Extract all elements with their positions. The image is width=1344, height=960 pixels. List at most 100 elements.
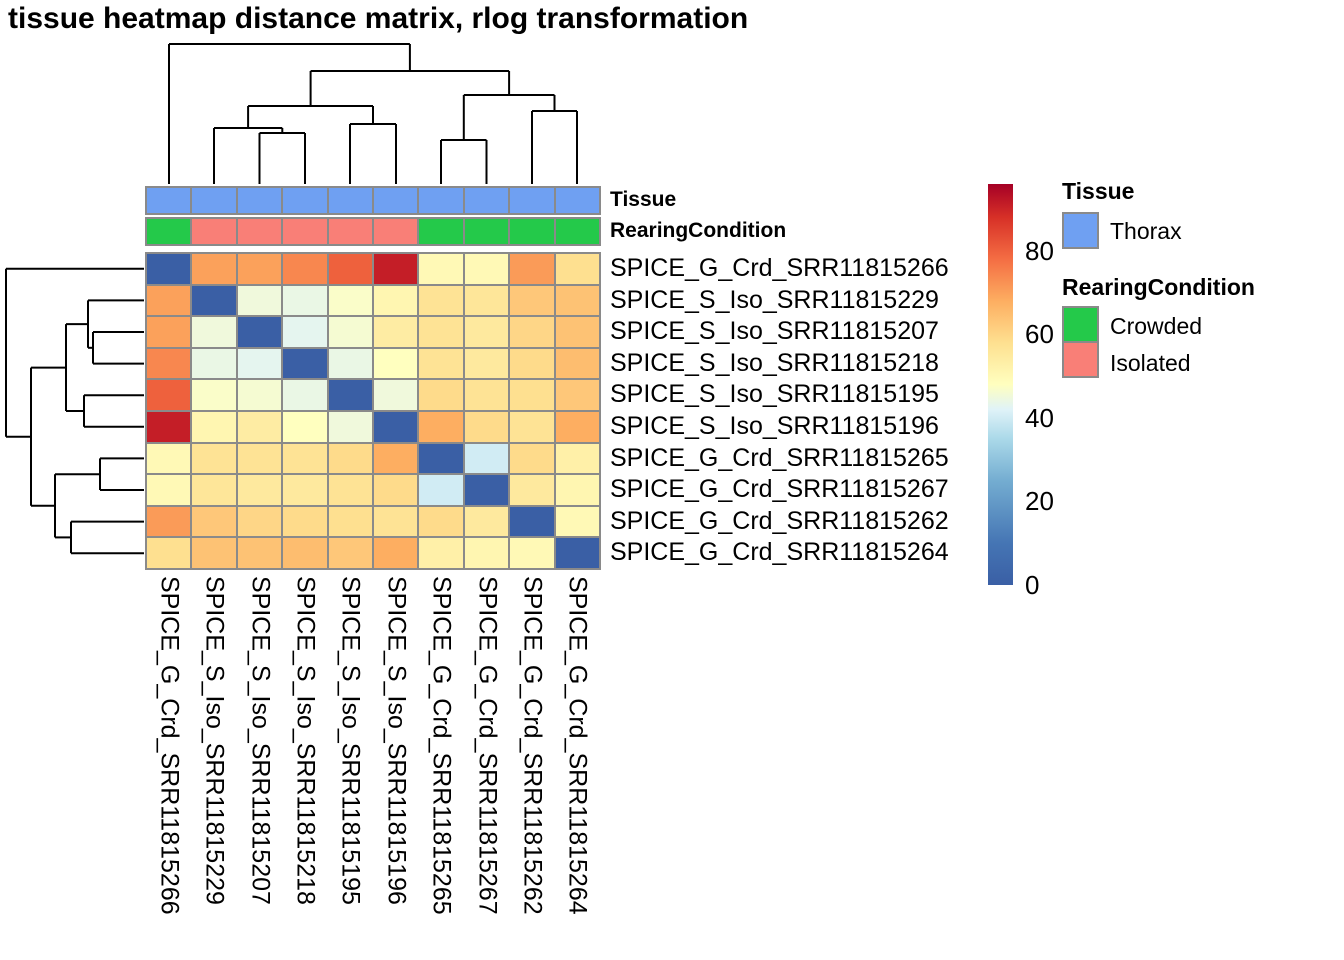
tissue-annotation-cell <box>419 188 463 213</box>
rearing-annotation-cell <box>419 219 463 244</box>
heatmap-cell <box>283 317 327 347</box>
heatmap-cell <box>374 506 418 537</box>
heatmap-cell <box>147 317 191 347</box>
legend-thorax-label: Thorax <box>1110 218 1182 244</box>
heatmap-cell <box>237 538 282 568</box>
heatmap-cell <box>555 317 599 347</box>
heatmap-cell <box>464 380 509 410</box>
heatmap-cell <box>328 285 372 316</box>
row-label: SPICE_S_Iso_SRR11815218 <box>610 348 939 377</box>
column-label: SPICE_S_Iso_SRR11815207 <box>246 576 274 905</box>
heatmap-cell <box>555 538 599 568</box>
heatmap-cell <box>464 348 509 379</box>
tissue-annotation-bar <box>145 186 601 215</box>
tissue-annotation-cell <box>374 188 418 213</box>
heatmap-cell <box>237 348 282 379</box>
legend-tissue-title: Tissue <box>1062 178 1135 204</box>
heatmap-cell <box>374 538 418 568</box>
column-label: SPICE_S_Iso_SRR11815229 <box>200 576 229 905</box>
heatmap-cell <box>147 538 191 568</box>
row-label: SPICE_S_Iso_SRR11815196 <box>610 412 939 440</box>
rearing-track-label: RearingCondition <box>610 219 787 242</box>
colorbar <box>988 184 1013 585</box>
heatmap-cell <box>328 348 372 379</box>
column-label: SPICE_S_Iso_SRR11815196 <box>382 576 411 905</box>
tissue-annotation-cell <box>237 188 282 213</box>
heatmap-cell <box>237 443 282 474</box>
column-label: SPICE_G_Crd_SRR11815266 <box>155 576 184 915</box>
heatmap-cell <box>283 254 327 284</box>
heatmap-cell <box>283 475 327 505</box>
heatmap-cell <box>464 285 509 316</box>
heatmap-cell <box>328 317 372 347</box>
heatmap-cell <box>555 348 599 379</box>
rearing-annotation-cell <box>283 219 327 244</box>
heatmap-cell <box>328 475 372 505</box>
heatmap-cell <box>510 475 554 505</box>
heatmap-grid <box>145 252 601 570</box>
heatmap-cell <box>147 475 191 505</box>
heatmap-cell <box>283 348 327 379</box>
heatmap-cell <box>464 538 509 568</box>
heatmap-cell <box>419 475 463 505</box>
heatmap-cell <box>147 412 191 442</box>
heatmap-cell <box>464 412 509 442</box>
legend-thorax-swatch <box>1062 212 1099 249</box>
heatmap-cell <box>374 317 418 347</box>
heatmap-cell <box>419 538 463 568</box>
column-label: SPICE_G_Crd_SRR11815267 <box>473 576 501 915</box>
page-title: tissue heatmap distance matrix, rlog tra… <box>8 2 749 35</box>
row-label: SPICE_S_Iso_SRR11815195 <box>610 380 939 409</box>
legend-crowded-label: Crowded <box>1110 313 1203 339</box>
heatmap-cell <box>419 317 463 347</box>
heatmap-cell <box>464 475 509 505</box>
tissue-annotation-cell <box>464 188 509 213</box>
rearing-annotation-cell <box>192 219 236 244</box>
heatmap-cell <box>555 285 599 316</box>
row-label: SPICE_G_Crd_SRR11815262 <box>610 506 949 535</box>
rearing-annotation-cell <box>147 219 191 244</box>
row-label: SPICE_G_Crd_SRR11815266 <box>610 254 949 282</box>
heatmap-cell <box>464 443 509 474</box>
heatmap-cell <box>328 412 372 442</box>
heatmap-cell <box>510 538 554 568</box>
tissue-track-label: Tissue <box>610 188 677 211</box>
heatmap-cell <box>419 348 463 379</box>
heatmap-cell <box>555 254 599 284</box>
heatmap-cell <box>374 348 418 379</box>
row-label: SPICE_S_Iso_SRR11815207 <box>610 317 939 346</box>
heatmap-cell <box>147 254 191 284</box>
heatmap-cell <box>510 317 554 347</box>
heatmap-cell <box>510 285 554 316</box>
heatmap-cell <box>147 348 191 379</box>
column-label: SPICE_G_Crd_SRR11815262 <box>518 576 547 915</box>
row-dendrogram <box>5 267 144 555</box>
heatmap-cell <box>555 412 599 442</box>
heatmap-cell <box>419 412 463 442</box>
row-label: SPICE_G_Crd_SRR11815264 <box>610 538 949 567</box>
heatmap-cell <box>374 443 418 474</box>
heatmap-cell <box>283 443 327 474</box>
heatmap-cell <box>419 285 463 316</box>
heatmap-cell <box>237 285 282 316</box>
legend-rearing-title: RearingCondition <box>1062 274 1255 300</box>
heatmap-cell <box>237 506 282 537</box>
heatmap-cell <box>192 475 236 505</box>
heatmap-cell <box>419 254 463 284</box>
heatmap-cell <box>328 380 372 410</box>
heatmap-cell <box>192 538 236 568</box>
heatmap-cell <box>283 506 327 537</box>
heatmap-cell <box>147 380 191 410</box>
heatmap-cell <box>374 254 418 284</box>
column-label: SPICE_S_Iso_SRR11815195 <box>336 576 365 905</box>
heatmap-cell <box>237 254 282 284</box>
heatmap-cell <box>419 506 463 537</box>
heatmap-cell <box>283 285 327 316</box>
heatmap-cell <box>192 317 236 347</box>
legend-crowded-swatch <box>1062 306 1099 343</box>
colorbar-tick-label: 40 <box>1025 402 1054 433</box>
heatmap-cell <box>510 348 554 379</box>
heatmap-cell <box>328 506 372 537</box>
heatmap-cell <box>237 412 282 442</box>
